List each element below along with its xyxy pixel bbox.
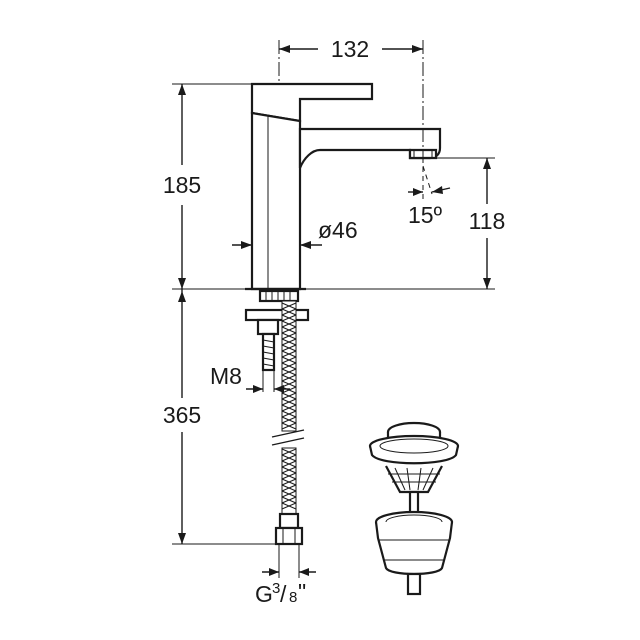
faucet: [245, 82, 442, 291]
dim-spout-reach: 132: [331, 36, 369, 62]
dim-body-diameter: ø46: [318, 217, 358, 243]
dim-total-height: 185: [163, 172, 201, 198]
break-mark-top: [271, 429, 305, 438]
dim-connection: G 3 / 8 ": [255, 579, 306, 607]
dim-thread-rod: M8: [210, 363, 242, 389]
hose-braid: [281, 448, 297, 510]
dim-spray-angle: 15º: [408, 202, 443, 228]
dimension-lines: [178, 45, 491, 576]
hose-braid: [281, 302, 297, 430]
hose-ferrule: [278, 512, 300, 530]
plug-cage: [385, 465, 443, 494]
dim-spout-height: 118: [469, 208, 506, 234]
drain-valve: [368, 421, 460, 596]
waste-tail: [406, 572, 422, 596]
waste-body: [374, 521, 454, 576]
flange-rim: [368, 445, 460, 465]
dim-connection-num: 3: [272, 580, 280, 597]
dim-connection-letter: G: [255, 581, 273, 607]
dim-connection-inch: ": [298, 579, 306, 605]
break-mark-bottom: [271, 437, 305, 446]
shank: [258, 289, 300, 303]
fixing-nut: [256, 318, 280, 336]
flexible-hose: [271, 300, 305, 546]
reference-lines: [172, 40, 495, 578]
svg-text:/: /: [280, 581, 287, 607]
spout: [298, 127, 442, 169]
mounting: [244, 289, 310, 372]
fixing-plate: [244, 308, 310, 322]
dim-hose-length: 365: [163, 402, 201, 428]
dim-connection-den: 8: [289, 589, 297, 606]
faucet-body: [250, 111, 302, 291]
hose-connector-nut: [274, 526, 304, 546]
